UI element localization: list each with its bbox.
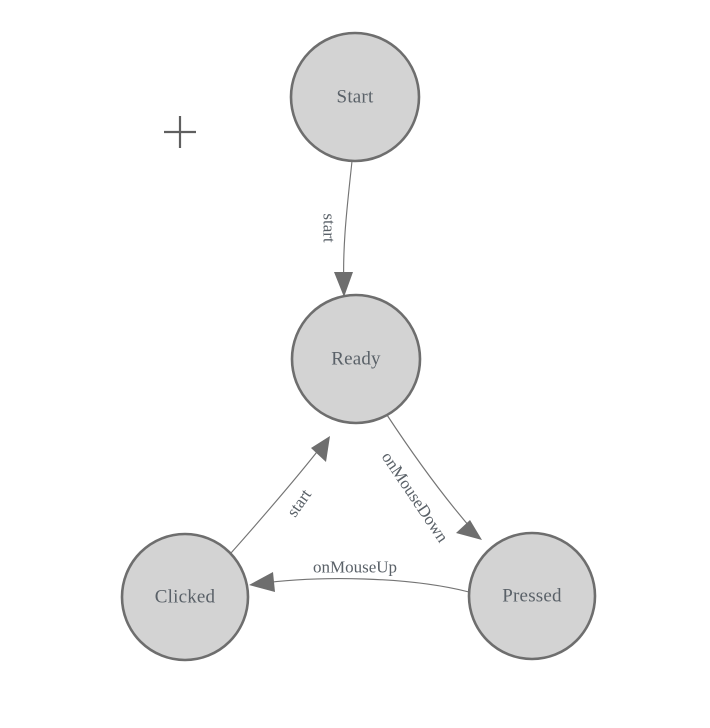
node-label: Pressed <box>502 586 562 607</box>
edge-clicked-to-ready[interactable]: start <box>230 436 330 554</box>
edge-label-start-return: start <box>283 485 316 520</box>
node-circle[interactable] <box>467 531 597 661</box>
edge-ready-to-pressed[interactable]: onMouseDown <box>378 414 482 546</box>
edge-start-to-ready[interactable]: start <box>320 160 354 297</box>
node-pressed[interactable]: Pressed <box>467 531 597 661</box>
edge-label-onmouseup: onMouseUp <box>313 558 397 577</box>
node-label: Start <box>337 87 374 108</box>
arrowhead-icon <box>311 436 330 462</box>
edge-label-start: start <box>320 213 339 243</box>
node-label: Ready <box>331 349 381 370</box>
node-clicked[interactable]: Clicked <box>120 532 250 662</box>
node-circle[interactable] <box>120 532 250 662</box>
edge-label-onmousedown: onMouseDown <box>378 448 453 546</box>
edge-line[interactable] <box>230 442 325 554</box>
node-start[interactable]: Start <box>289 31 421 163</box>
node-ready[interactable]: Ready <box>290 293 422 425</box>
plus-icon <box>164 116 196 148</box>
edge-line[interactable] <box>256 578 470 593</box>
arrowhead-icon <box>456 520 482 540</box>
node-circle[interactable] <box>289 31 421 163</box>
edge-pressed-to-clicked[interactable]: onMouseUp <box>249 558 470 593</box>
edge-line[interactable] <box>343 160 353 290</box>
arrowhead-icon <box>334 272 353 297</box>
arrowhead-icon <box>249 572 275 592</box>
node-circle[interactable] <box>290 293 422 425</box>
node-layer: Start Ready Clicked Pressed <box>120 31 597 662</box>
edge-line[interactable] <box>386 414 477 535</box>
node-label: Clicked <box>155 587 216 608</box>
